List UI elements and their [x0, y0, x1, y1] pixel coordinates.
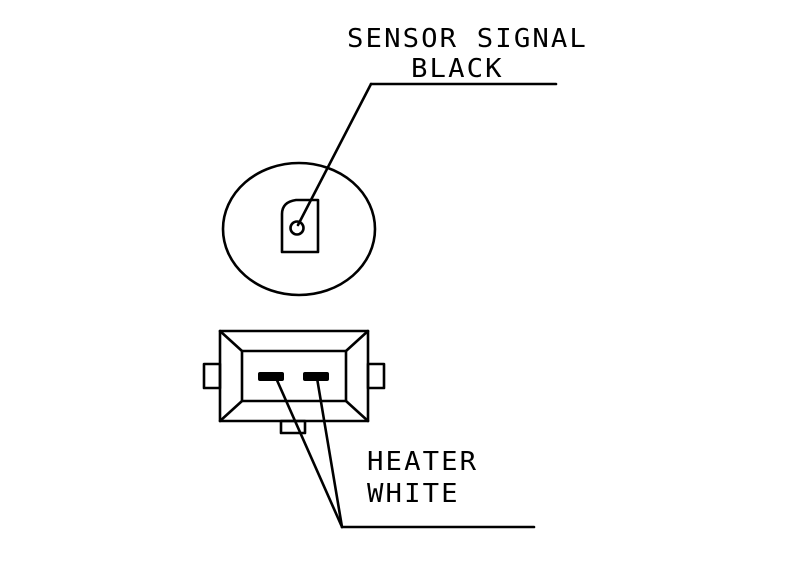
signal-terminal-lug — [280, 198, 320, 254]
signal-terminal-hole — [289, 220, 305, 236]
heater-leader — [274, 376, 536, 529]
sensor-signal-label: SENSOR SIGNAL — [347, 24, 588, 54]
black-wire-label: BLACK — [411, 54, 504, 84]
heater-label: HEATER — [367, 447, 479, 477]
sensor-signal-leader — [296, 82, 558, 227]
left-latch-tab — [202, 362, 222, 390]
heater-pin-right — [303, 372, 329, 381]
white-wire-label: WHITE — [367, 479, 460, 509]
heater-housing-inner — [240, 349, 348, 403]
right-latch-tab — [366, 362, 386, 390]
heater-connector — [202, 329, 386, 435]
bottom-key-tab — [279, 419, 307, 435]
round-connector-body — [221, 161, 377, 297]
heater-pin-left — [258, 372, 284, 381]
sensor-signal-connector — [221, 161, 377, 297]
